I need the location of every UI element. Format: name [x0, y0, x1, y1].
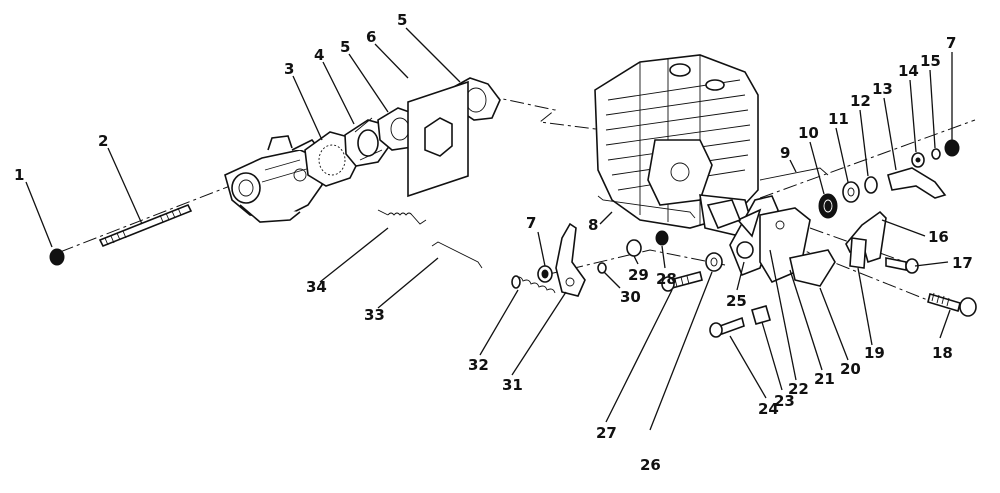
callout-34: 34 [306, 278, 327, 296]
part-13-lever [887, 167, 947, 199]
part-26-washer [705, 252, 723, 272]
callout-1: 1 [14, 166, 24, 184]
part-12-washer [864, 176, 878, 194]
part-23-nut-plate [751, 305, 771, 325]
callout-20: 20 [840, 360, 861, 378]
callout-32: 32 [468, 356, 489, 374]
part-28-bushing [655, 230, 669, 246]
callout-2: 2 [98, 132, 108, 150]
callout-30: 30 [620, 288, 641, 306]
part-19-clip [849, 237, 867, 269]
callout-16: 16 [928, 228, 949, 246]
callout-18: 18 [932, 344, 953, 362]
callout-7-right: 7 [946, 34, 956, 52]
callout-11: 11 [828, 110, 849, 128]
part-1-nut [49, 248, 65, 266]
callout-labels: 1 2 3 4 5 6 5 7 8 9 10 11 12 13 14 15 7 … [14, 11, 973, 474]
callout-23: 23 [774, 392, 795, 410]
callout-21: 21 [814, 370, 835, 388]
callout-5-right: 5 [397, 11, 407, 29]
callout-5-left: 5 [340, 38, 350, 56]
part-10-spring [818, 193, 838, 219]
callout-28: 28 [656, 270, 677, 288]
callout-19: 19 [864, 344, 885, 362]
callout-27: 27 [596, 424, 617, 442]
callout-24: 24 [758, 400, 779, 418]
callout-22: 22 [788, 380, 809, 398]
engine-block [594, 54, 759, 236]
part-32-spring [511, 275, 556, 294]
callout-10: 10 [798, 124, 819, 142]
callout-25: 25 [726, 292, 747, 310]
callout-33: 33 [364, 306, 385, 324]
part-31-throttle-lever [555, 222, 586, 297]
part-11-bushing [842, 181, 860, 203]
part-6-plate [407, 80, 469, 198]
callout-17: 17 [952, 254, 973, 272]
callout-9: 9 [780, 144, 790, 162]
governor-bracket-assembly [706, 195, 836, 287]
part-18-bolt [927, 292, 977, 317]
callout-12: 12 [850, 92, 871, 110]
callout-15: 15 [920, 52, 941, 70]
part-2-stud [98, 203, 193, 248]
assembly-centerline-levers [544, 249, 726, 276]
callout-3: 3 [284, 60, 294, 78]
part-9-choke-rod [759, 167, 829, 181]
part-14-washer [911, 152, 925, 168]
callout-14: 14 [898, 62, 919, 80]
part-29-washer [626, 239, 642, 257]
part-27-screw [661, 271, 703, 292]
part-30-washer [597, 262, 607, 274]
part-17-screw [885, 257, 919, 274]
part-34-spring [377, 209, 427, 225]
part-7-nut-right [944, 139, 960, 157]
callout-13: 13 [872, 80, 893, 98]
callout-26: 26 [640, 456, 661, 474]
part-8-governor-rod [597, 195, 696, 219]
part-15-washer [931, 148, 941, 160]
leader-lines [25, 27, 953, 431]
callout-7-left: 7 [526, 214, 536, 232]
part-33-link-rod [431, 241, 483, 269]
callout-4: 4 [314, 46, 324, 64]
callout-31: 31 [502, 376, 523, 394]
part-7-nut-left [537, 265, 553, 283]
assembly-centerline-governor [759, 119, 976, 199]
callout-29: 29 [628, 266, 649, 284]
assembly-centerline-carburetor [59, 91, 621, 253]
callout-8: 8 [588, 216, 598, 234]
callout-6: 6 [366, 28, 376, 46]
part-24-screw [709, 316, 745, 338]
